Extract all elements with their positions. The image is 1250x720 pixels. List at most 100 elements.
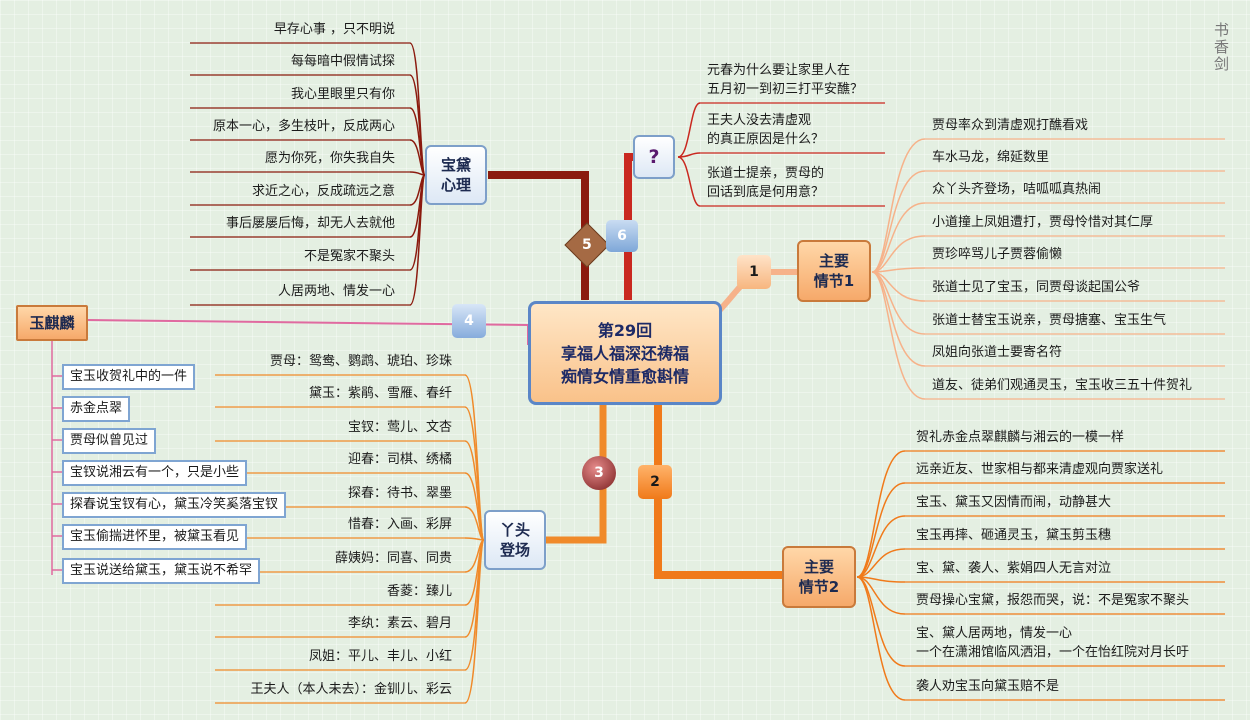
daiyu-item[interactable]: 早存心事 ，只不明说 [273, 22, 395, 37]
topic-qilin[interactable]: 玉麒麟 [16, 305, 88, 341]
qilin-item[interactable]: 赤金点翠 [62, 396, 131, 422]
question-item-line2[interactable]: 的真正原因是什么？ [707, 132, 825, 147]
plot2-connector [856, 576, 906, 701]
question-item-line2[interactable]: 五月初一到初三打平安醮？ [707, 82, 864, 97]
maids-item[interactable]: 宝钗：莺儿、文杏 [347, 420, 452, 435]
plot1-item[interactable]: 张道士见了宝玉，同贾母谈起国公爷 [932, 280, 1141, 295]
topic-plot2-line1: 主要 [803, 558, 834, 576]
question-connector [677, 152, 701, 158]
question-item-line1[interactable]: 元春为什么要让家里人在 [707, 63, 851, 78]
plot1-item[interactable]: 张道士替宝玉说亲，贾母搪塞、宝玉生气 [932, 313, 1167, 328]
daiyu-item[interactable]: 我心里眼里只有你 [290, 87, 395, 102]
qilin-item[interactable]: 宝玉偷揣进怀里，被黛玉看见 [62, 524, 248, 550]
plot1-item[interactable]: 凤姐向张道士要寄名符 [932, 345, 1063, 360]
daiyu-item[interactable]: 每每暗中假情试探 [290, 54, 395, 69]
plot2-item[interactable]: 宝玉、黛玉又因情而闹，动静甚大 [916, 495, 1112, 510]
maids-connector [464, 539, 485, 704]
plot2-connector [856, 576, 906, 667]
qilin-item[interactable]: 宝玉说送给黛玉，黛玉说不希罕 [62, 558, 261, 584]
marker-1[interactable]: 1 [737, 255, 771, 289]
maids-item[interactable]: 探春：待书、翠墨 [347, 486, 452, 501]
topic-baodai-line1: 宝黛 [440, 156, 471, 174]
plot1-item[interactable]: 小道撞上凤姐遭打，贾母怜惜对其仁厚 [932, 215, 1154, 230]
topic-baodai-line2: 心理 [440, 176, 471, 194]
plot1-connector [871, 271, 926, 367]
marker-5-label: 5 [582, 237, 592, 253]
center-title-line3: 痴情女情重愈斟情 [560, 366, 689, 386]
topic-maids-line2: 登场 [499, 541, 530, 559]
plot2-item[interactable]: 一个在潇湘馆临风洒泪，一个在怡红院对月长吁 [916, 645, 1190, 660]
plot2-connector [856, 548, 906, 578]
daiyu-connector [409, 139, 426, 176]
question-item-line2[interactable]: 回话到底是何用意？ [707, 185, 825, 200]
plot2-item[interactable]: 远亲近友、世家相与都来清虚观向贾家送礼 [916, 462, 1164, 477]
topic-questions[interactable]: ? [633, 135, 675, 179]
maids-item[interactable]: 凤姐：平儿、丰儿、小红 [308, 649, 452, 664]
plot2-item[interactable]: 宝玉再摔、砸通灵玉，黛玉剪玉穗 [916, 528, 1112, 543]
marker-6-label: 6 [617, 228, 627, 244]
daiyu-item[interactable]: 原本一心，多生枝叶，反成两心 [212, 119, 395, 134]
marker-2-label: 2 [650, 474, 660, 490]
plot2-connector [856, 515, 906, 578]
qilin-item[interactable]: 探春说宝钗有心，黛玉冷笑奚落宝钗 [62, 492, 287, 518]
topic-qilin-label: 玉麒麟 [29, 314, 75, 332]
topic-maids-line1: 丫头 [499, 521, 530, 539]
center-topic[interactable]: 第29回 享福人福深还祷福 痴情女情重愈斟情 [528, 301, 722, 405]
qilin-item[interactable]: 贾母似曾见过 [62, 428, 157, 454]
question-item-line1[interactable]: 王夫人没去清虚观 [707, 113, 812, 128]
qilin-item[interactable]: 宝玉收贺礼中的一件 [62, 364, 196, 390]
plot2-connector [856, 482, 906, 578]
maids-item[interactable]: 黛玉：紫鹃、雪雁、春纤 [308, 386, 452, 401]
daiyu-item[interactable]: 人居两地、情发一心 [277, 284, 395, 299]
plot1-item[interactable]: 贾珍啐骂儿子贾蓉偷懒 [932, 247, 1063, 262]
center-title-line1: 第29回 [597, 320, 653, 340]
center-title-line2: 享福人福深还祷福 [560, 343, 689, 363]
plot2-item[interactable]: 袭人劝宝玉向黛玉赔不是 [916, 679, 1060, 694]
question-connector [677, 156, 701, 207]
maids-item[interactable]: 贾母：鸳鸯、鹦鹉、琥珀、珍珠 [269, 354, 452, 369]
question-connector [677, 102, 701, 158]
plot1-item[interactable]: 众丫头齐登场，咭呱呱真热闹 [932, 182, 1102, 197]
daiyu-connector [409, 174, 426, 306]
maids-connector [464, 506, 485, 541]
topic-plot1-line1: 主要 [818, 252, 849, 270]
maids-item[interactable]: 王夫人（本人未去）：金钏儿、彩云 [250, 682, 452, 697]
maids-item[interactable]: 迎春：司棋、绣橘 [347, 452, 452, 467]
maids-connector [464, 472, 485, 541]
plot2-connector [856, 576, 906, 615]
maids-item[interactable]: 薛姨妈：同喜、同贵 [334, 551, 452, 566]
plot1-item[interactable]: 贾母率众到清虚观打醮看戏 [932, 118, 1089, 133]
qilin-item[interactable]: 宝钗说湘云有一个，只是小些 [62, 460, 248, 486]
maids-item[interactable]: 李纨：素云、碧月 [347, 616, 452, 631]
topic-plot-1[interactable]: 主要 情节1 [797, 240, 871, 302]
marker-2[interactable]: 2 [638, 465, 672, 499]
marker-6[interactable]: 6 [606, 220, 638, 252]
topic-maids[interactable]: 丫头 登场 [484, 510, 546, 570]
daiyu-item[interactable]: 愿为你死，你失我自失 [264, 151, 395, 166]
daiyu-item[interactable]: 不是冤家不聚头 [303, 249, 395, 264]
topic-plot-2[interactable]: 主要 情节2 [782, 546, 856, 608]
marker-4[interactable]: 4 [452, 304, 486, 338]
question-mark-label: ? [648, 146, 660, 168]
daiyu-item[interactable]: 事后屡屡后悔，却无人去就他 [225, 216, 395, 231]
branch-2-trunk [654, 405, 782, 579]
plot2-item[interactable]: 贺礼赤金点翠麒麟与湘云的一模一样 [916, 430, 1125, 445]
maids-item[interactable]: 香菱：臻儿 [386, 584, 452, 599]
topic-plot1-line2: 情节1 [813, 272, 855, 290]
plot2-item[interactable]: 宝、黛人居两地，情发一心 [916, 626, 1073, 641]
topic-baodai-psychology[interactable]: 宝黛 心理 [425, 145, 487, 205]
topic-plot2-line2: 情节2 [798, 578, 840, 596]
marker-3[interactable]: 3 [582, 456, 616, 490]
plot2-connector [856, 450, 906, 578]
plot2-item[interactable]: 贾母操心宝黛，报怨而哭，说：不是冤家不聚头 [916, 593, 1190, 608]
plot1-item[interactable]: 道友、徒弟们观通灵玉，宝玉收三五十件贺礼 [932, 378, 1193, 393]
plot1-item[interactable]: 车水马龙，绵延数里 [932, 150, 1050, 165]
plot1-connector [871, 202, 926, 273]
plot1-connector [871, 138, 926, 273]
plot2-item[interactable]: 宝、黛、袭人、紫娟四人无言对泣 [916, 561, 1112, 576]
daiyu-item[interactable]: 求近之心，反成疏远之意 [251, 184, 395, 199]
maids-item[interactable]: 惜春：入画、彩屏 [347, 517, 452, 532]
plot1-connector [871, 271, 926, 302]
question-item-line1[interactable]: 张道士提亲，贾母的 [707, 166, 825, 181]
